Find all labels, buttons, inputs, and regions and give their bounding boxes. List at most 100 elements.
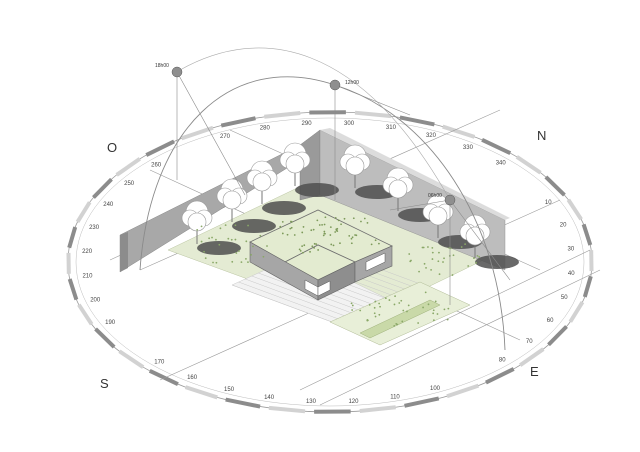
plant-dot bbox=[196, 229, 199, 231]
plant-dot bbox=[378, 242, 380, 245]
plant-dot bbox=[350, 302, 353, 305]
plant-dot bbox=[231, 260, 234, 263]
plant-dot bbox=[417, 322, 420, 324]
ring-segment bbox=[485, 367, 515, 385]
degree-label: 20 bbox=[560, 223, 567, 229]
degree-label: 200 bbox=[90, 297, 101, 303]
plant-dot bbox=[313, 242, 316, 245]
ring-segment bbox=[92, 177, 113, 199]
plant-dot bbox=[218, 243, 221, 246]
plant-dot bbox=[452, 254, 455, 257]
plant-dot bbox=[234, 238, 237, 241]
ring-segment bbox=[94, 327, 116, 349]
ring-segment bbox=[354, 110, 392, 119]
plant-dot bbox=[312, 228, 315, 231]
tree-canopy bbox=[285, 154, 305, 174]
degree-label: 120 bbox=[348, 399, 359, 405]
degree-label: 290 bbox=[302, 121, 313, 127]
terrace-slat bbox=[238, 281, 347, 323]
tree-canopy bbox=[345, 156, 365, 176]
plant-dot bbox=[234, 224, 237, 227]
plant-dot bbox=[286, 233, 289, 236]
degree-label: 150 bbox=[224, 387, 235, 393]
plant-dot bbox=[324, 216, 327, 219]
plant-dot bbox=[363, 217, 366, 220]
ring-segment bbox=[75, 201, 92, 224]
plant-dot bbox=[437, 260, 440, 263]
degree-labels: 1020304050607080100110120130140150160170… bbox=[82, 121, 575, 405]
plant-dot bbox=[334, 231, 337, 233]
ring-segment bbox=[264, 110, 301, 119]
degree-label: 250 bbox=[124, 181, 135, 187]
plant-dots bbox=[196, 224, 481, 327]
degree-label: 10 bbox=[545, 200, 552, 206]
plant-dot bbox=[313, 247, 316, 249]
plant-dot bbox=[200, 240, 203, 243]
plant-dot bbox=[408, 253, 411, 255]
degree-label: 300 bbox=[344, 121, 355, 127]
degree-label: 280 bbox=[260, 126, 271, 132]
ring-segment bbox=[115, 157, 142, 177]
plant-dot bbox=[322, 234, 325, 237]
plant-dot bbox=[336, 230, 339, 233]
tree-canopy bbox=[222, 190, 242, 210]
tree-shadow bbox=[232, 219, 276, 233]
plant-dot bbox=[245, 257, 247, 260]
plant-dot bbox=[473, 257, 475, 260]
plant-dot bbox=[431, 246, 434, 249]
ring-segment bbox=[118, 349, 145, 369]
plant-dot bbox=[334, 216, 337, 219]
plant-dot bbox=[431, 251, 434, 254]
ring-segment bbox=[442, 124, 476, 139]
plant-dot bbox=[303, 244, 306, 247]
plant-dot bbox=[301, 251, 304, 254]
degree-label: 310 bbox=[386, 125, 397, 131]
plant-dot bbox=[311, 245, 314, 248]
plant-dot bbox=[215, 261, 218, 264]
plant-dot bbox=[409, 260, 412, 263]
ring-segment bbox=[225, 397, 261, 409]
plant-dot bbox=[378, 302, 381, 305]
plant-dot bbox=[446, 318, 449, 321]
plant-dot bbox=[351, 304, 354, 307]
plant-dot bbox=[262, 255, 265, 258]
plant-dot bbox=[378, 313, 381, 316]
plant-dot bbox=[351, 309, 354, 311]
plant-dot bbox=[374, 315, 377, 318]
plant-dot bbox=[323, 223, 326, 226]
degree-label: 70 bbox=[526, 339, 533, 345]
plant-dot bbox=[402, 309, 405, 312]
plant-dot bbox=[431, 258, 434, 260]
window bbox=[317, 280, 331, 297]
ring-segment bbox=[399, 115, 435, 127]
plant-dot bbox=[212, 261, 214, 264]
degree-label: 140 bbox=[264, 395, 275, 401]
plant-dot bbox=[279, 225, 282, 228]
ring-segment bbox=[581, 223, 593, 246]
degree-label: 270 bbox=[220, 134, 231, 140]
degree-label: 30 bbox=[568, 247, 575, 253]
plant-dot bbox=[310, 229, 313, 232]
degree-label: 110 bbox=[390, 394, 400, 400]
cardinal-north: N bbox=[537, 128, 546, 143]
plant-dot bbox=[337, 219, 340, 222]
ring-segment bbox=[148, 369, 179, 386]
plant-dot bbox=[476, 254, 479, 257]
terrace-slat bbox=[245, 278, 354, 320]
house bbox=[249, 209, 393, 301]
plant-dot bbox=[348, 234, 351, 237]
sun-projection-lines bbox=[176, 71, 511, 305]
plant-dot bbox=[329, 234, 332, 236]
ring-segment bbox=[184, 385, 218, 400]
plant-dot bbox=[290, 220, 292, 223]
degree-label: 340 bbox=[496, 160, 507, 166]
plant-dot bbox=[467, 265, 470, 267]
plant-dot bbox=[443, 257, 445, 260]
degree-label: 320 bbox=[426, 133, 437, 139]
plant-dot bbox=[436, 313, 439, 315]
plant-dot bbox=[215, 238, 217, 241]
cardinal-west: O bbox=[107, 140, 117, 155]
plant-dot bbox=[432, 312, 435, 315]
plant-dot bbox=[323, 230, 326, 233]
degree-label: 220 bbox=[82, 249, 93, 255]
